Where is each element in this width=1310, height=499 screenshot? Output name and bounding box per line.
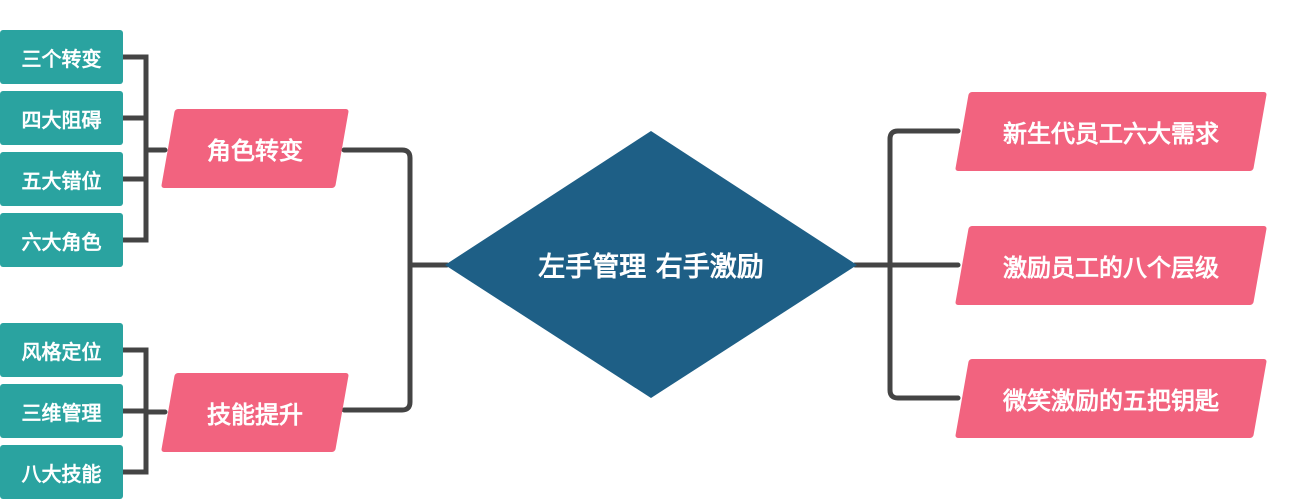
topic-三个转变[interactable]: 三个转变 <box>0 30 123 84</box>
topic-风格定位[interactable]: 风格定位 <box>0 323 123 377</box>
topic-四大阻碍[interactable]: 四大阻碍 <box>0 91 123 145</box>
branch-label: 技能提升 <box>207 401 303 429</box>
branch-技能提升[interactable]: 技能提升 <box>161 373 349 452</box>
branch-label: 微笑激励的五把钥匙 <box>1003 387 1219 415</box>
topic-三维管理[interactable]: 三维管理 <box>0 384 123 438</box>
topic-六大角色[interactable]: 六大角色 <box>0 213 123 267</box>
diamond-shape <box>445 131 857 398</box>
branch-角色转变[interactable]: 角色转变 <box>161 109 349 188</box>
topic-八大技能[interactable]: 八大技能 <box>0 445 123 499</box>
topic-五大错位[interactable]: 五大错位 <box>0 152 123 206</box>
branch-label: 角色转变 <box>207 137 303 165</box>
branch-label: 新生代员工六大需求 <box>1003 120 1219 148</box>
branch-新生代员工六大需求[interactable]: 新生代员工六大需求 <box>955 92 1267 171</box>
central-topic[interactable]: 左手管理 右手激励 <box>445 131 857 398</box>
branch-label: 激励员工的八个层级 <box>1003 254 1219 282</box>
central-topic-label: 左手管理 右手激励 <box>538 252 764 283</box>
branch-微笑激励的五把钥匙[interactable]: 微笑激励的五把钥匙 <box>955 359 1267 438</box>
branch-激励员工的八个层级[interactable]: 激励员工的八个层级 <box>955 226 1267 305</box>
